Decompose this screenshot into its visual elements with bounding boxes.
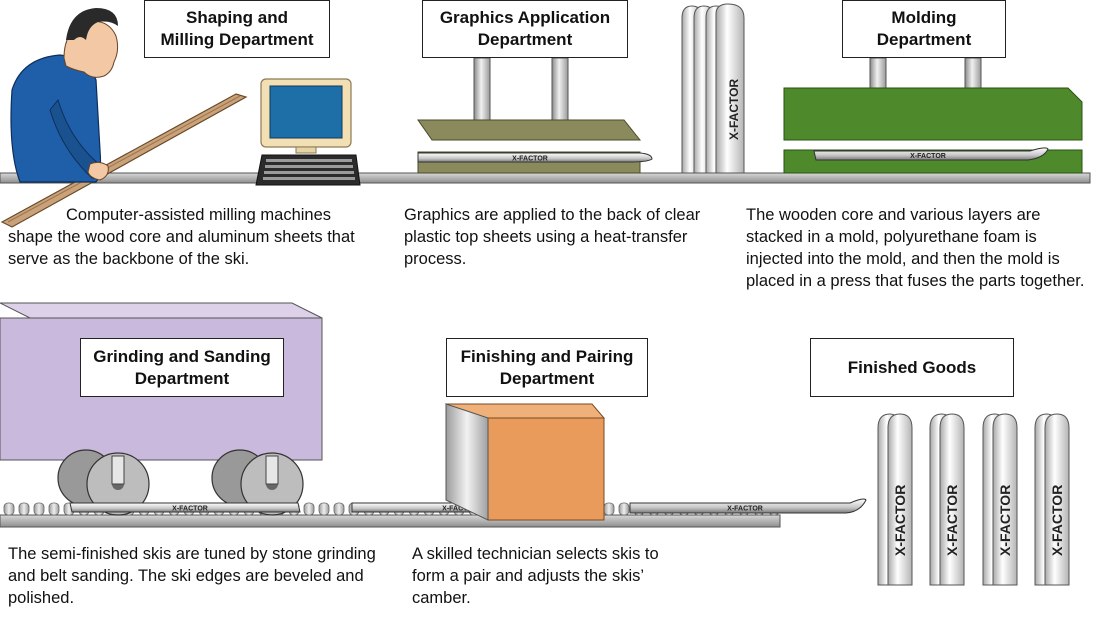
molding-title-line1: Molding	[891, 8, 957, 27]
shaping-description: Computer-assisted milling machines shape…	[8, 206, 355, 268]
finished-goods-skis: X-FACTOR X-FACTOR X-FACTOR X-FACTOR	[877, 413, 1070, 586]
conveyor-roller	[48, 502, 60, 516]
finishing-ski-brand: X-FACTOR	[442, 506, 478, 513]
ski-stack-brand: X-FACTOR	[727, 79, 741, 140]
ski-pair-2: X-FACTOR	[929, 413, 965, 586]
finishing-description: A skilled technician selects skis to for…	[412, 545, 659, 607]
molding-press: X-FACTOR	[783, 57, 1083, 174]
molding-title-line2: Department	[876, 30, 972, 49]
finishing-title-line1: Finishing and Pairing	[460, 346, 634, 366]
conveyor-roller	[618, 502, 630, 516]
conveyor-roller	[333, 502, 345, 516]
molding-ski-brand: X-FACTOR	[910, 153, 946, 160]
keyboard-keys	[263, 159, 355, 180]
graphics-description: Graphics are applied to the back of clea…	[404, 206, 701, 268]
grinding-title-line2: Department	[134, 368, 230, 388]
conveyor-roller	[3, 502, 15, 516]
worker-figure	[10, 8, 119, 183]
molding-description: The wooden core and various layers are s…	[746, 206, 1085, 290]
conveyor-roller	[603, 502, 615, 516]
conveyor-roller	[318, 502, 330, 516]
grinding-title-line1: Grinding and Sanding	[93, 346, 271, 366]
grinding-machine	[0, 302, 323, 516]
grinding-description: The semi-finished skis are tuned by ston…	[8, 545, 376, 607]
shaping-title-line2: Milling Department	[160, 30, 314, 49]
conveyor-roller	[18, 502, 30, 516]
finishing-title-line2: Department	[499, 368, 595, 388]
ski-pair-1-brand: X-FACTOR	[892, 485, 908, 556]
finishing-booth	[444, 403, 606, 521]
computer-workstation	[255, 78, 361, 186]
graphics-title-line2: Department	[477, 30, 573, 49]
wooden-ski-core	[0, 93, 248, 228]
ski-pair-4: X-FACTOR	[1034, 413, 1070, 586]
conveyor-roller	[33, 502, 45, 516]
outgoing-ski-brand: X-FACTOR	[727, 506, 763, 513]
finished-goods-title: Finished Goods	[847, 357, 977, 377]
ski-pair-3-brand: X-FACTOR	[997, 485, 1013, 556]
ski-pair-2-brand: X-FACTOR	[944, 485, 960, 556]
conveyor-roller	[303, 502, 315, 516]
graphics-press: X-FACTOR	[417, 57, 653, 174]
bottom-conveyor-skis: X-FACTOR X-FACTOR X-FACTOR	[69, 498, 867, 514]
top-conveyor-belt	[0, 172, 1091, 184]
ski-pair-1: X-FACTOR	[877, 413, 913, 586]
grinding-ski-brand: X-FACTOR	[172, 506, 208, 513]
grinding-wheels	[57, 449, 304, 516]
ski-pair-4-brand: X-FACTOR	[1049, 485, 1065, 556]
graphics-ski-brand: X-FACTOR	[512, 156, 548, 163]
ski-stack: X-FACTOR	[681, 3, 745, 174]
finished-goods-title-box: Finished Goods	[810, 338, 1014, 397]
shaping-title-line1: Shaping and	[185, 8, 288, 27]
graphics-title-line1: Graphics Application	[439, 8, 611, 27]
ski-pair-3: X-FACTOR	[982, 413, 1018, 586]
